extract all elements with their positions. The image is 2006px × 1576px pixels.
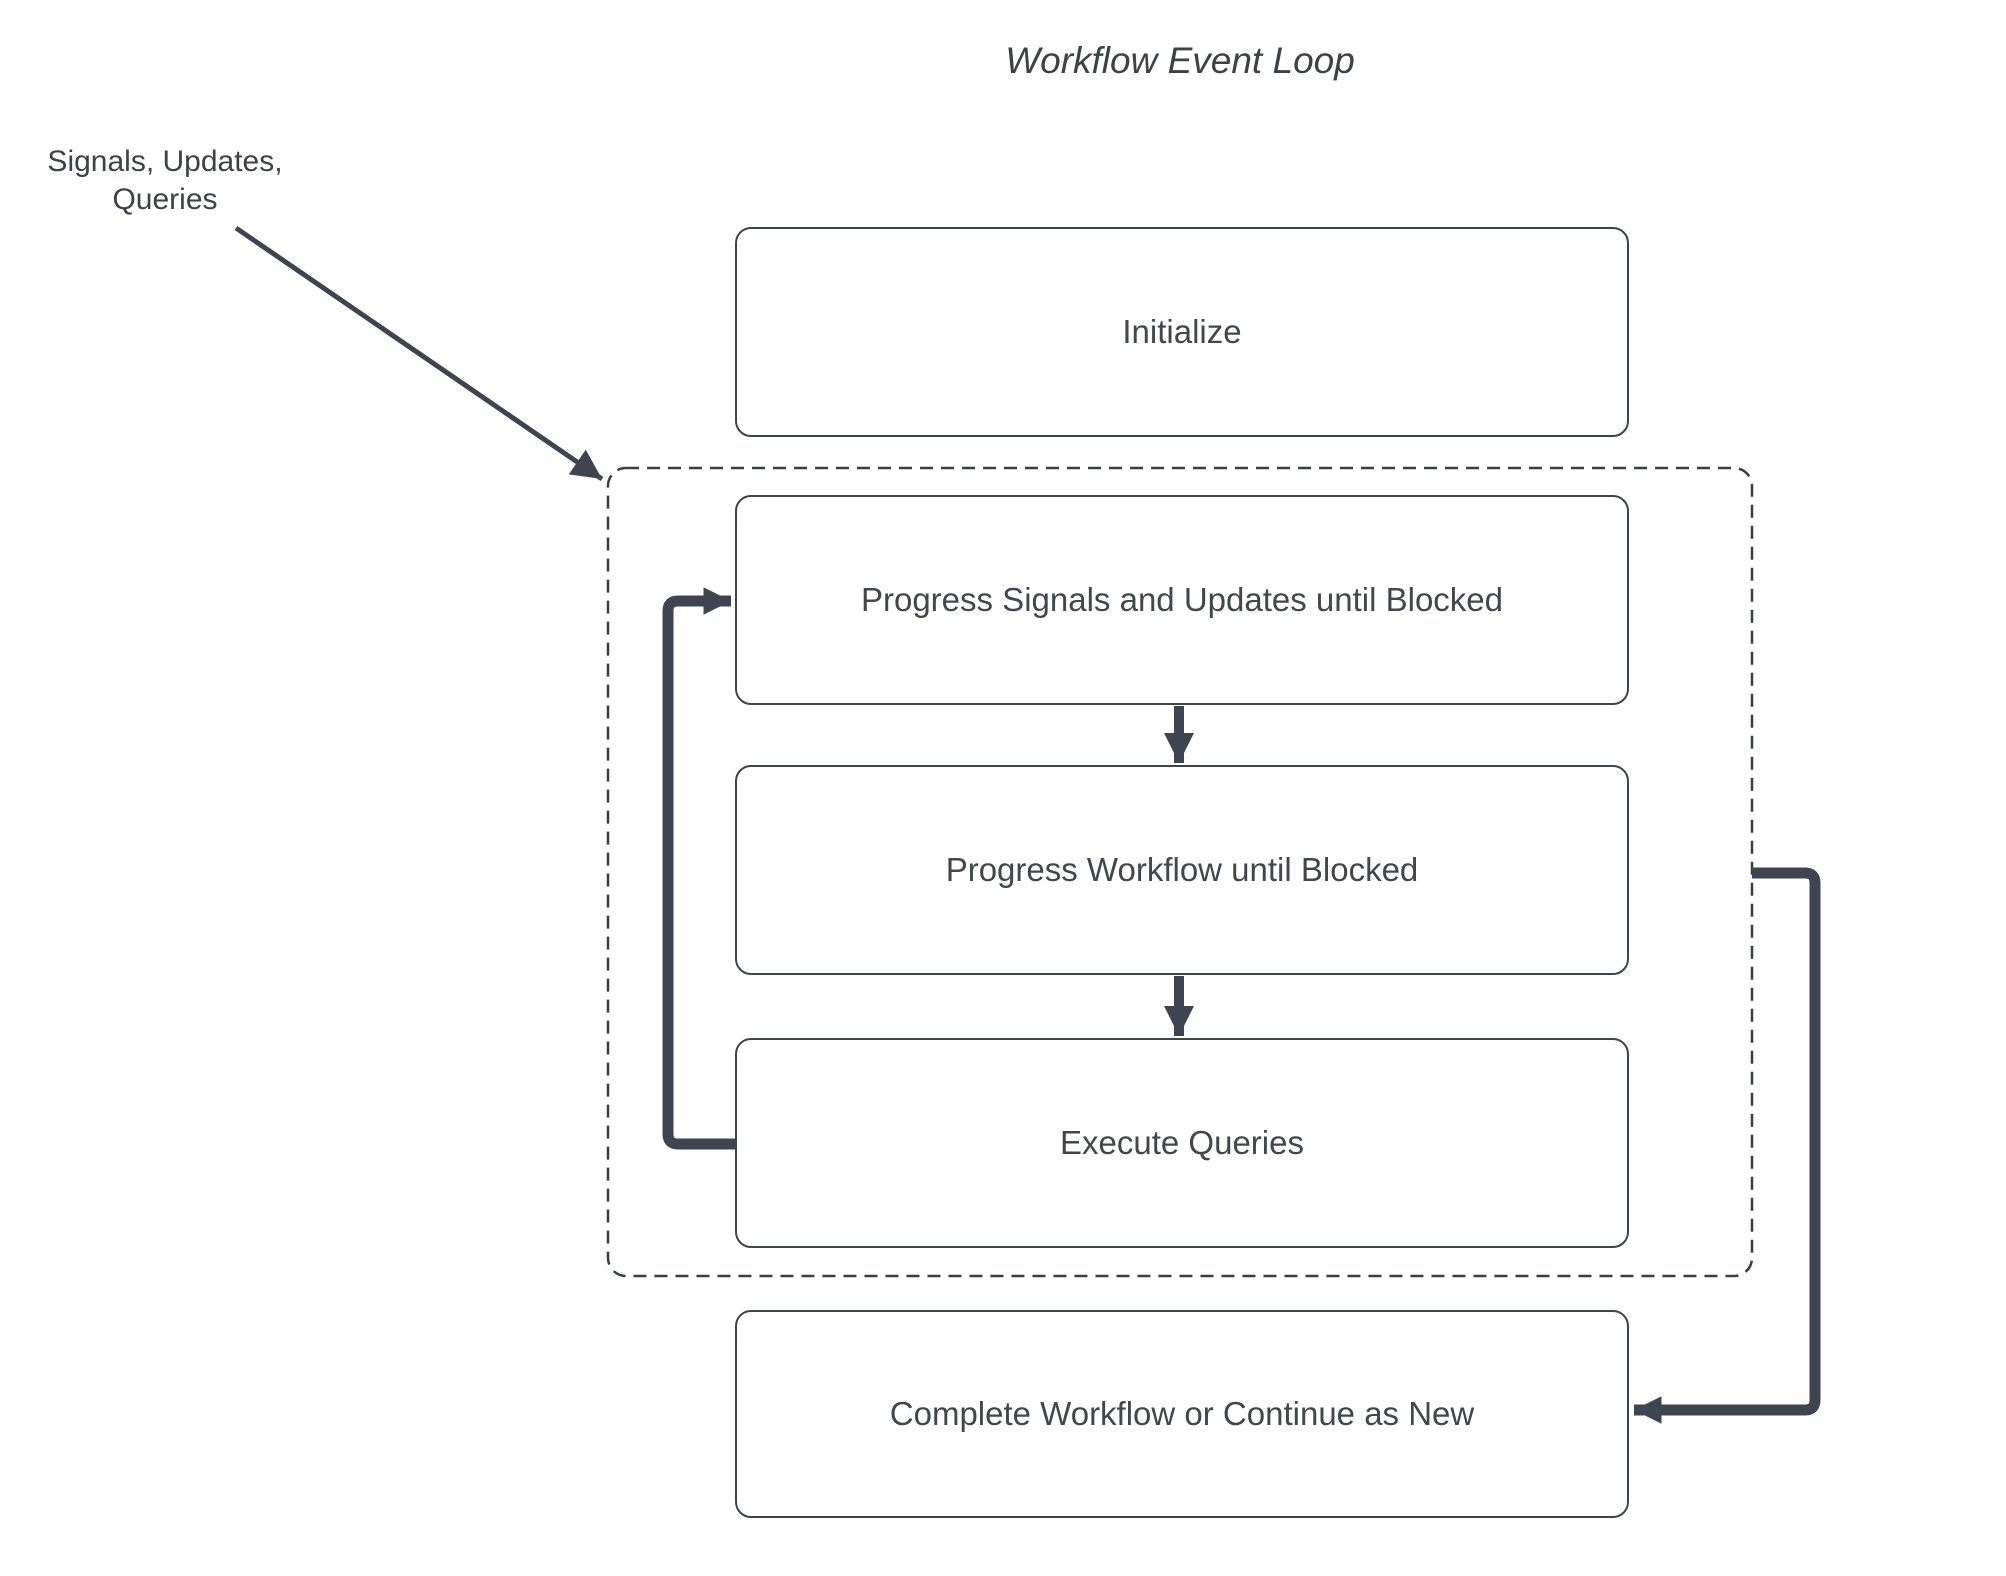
external-inputs-label: Signals, Updates, Queries <box>47 143 282 219</box>
external-input-arrow <box>234 225 604 482</box>
external-inputs-label-line2: Queries <box>112 183 218 216</box>
node-progress-workflow: Progress Workflow until Blocked <box>735 765 1629 975</box>
node-complete-workflow-label: Complete Workflow or Continue as New <box>889 1395 1475 1432</box>
continue-as-new-arrow <box>1634 867 1821 1424</box>
node-progress-signals-and-updates: Progress Signals and Updates until Block… <box>735 495 1629 705</box>
node-initialize: Initialize <box>735 227 1629 437</box>
node-execute-queries: Execute Queries <box>735 1038 1629 1248</box>
node-progress-signals-label: Progress Signals and Updates until Block… <box>860 581 1504 618</box>
node-progress-workflow-label: Progress Workflow until Blocked <box>945 851 1419 888</box>
node-initialize-label: Initialize <box>1122 313 1242 350</box>
node-complete-workflow: Complete Workflow or Continue as New <box>735 1310 1629 1518</box>
node-execute-queries-label: Execute Queries <box>1060 1124 1304 1161</box>
external-inputs-label-line1: Signals, Updates, <box>47 145 283 178</box>
diagram-title: Workflow Event Loop <box>1005 40 1355 81</box>
loop-back-arrow <box>662 587 737 1150</box>
